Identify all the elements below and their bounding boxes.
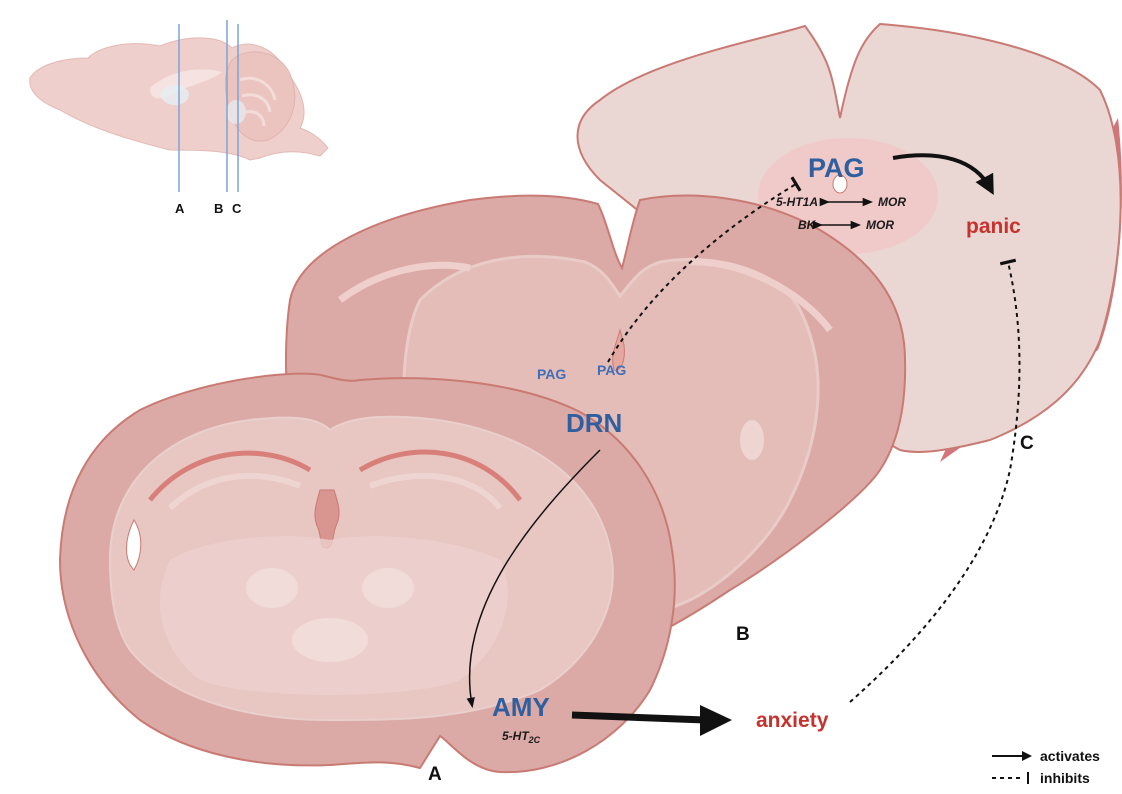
nucleus-shape [740, 420, 764, 460]
sagittal-brain-schematic: A B C [30, 20, 328, 216]
amy-to-anxiety-arrowhead [700, 705, 732, 736]
nucleus-shape [292, 618, 368, 662]
receptor-bk: BK [798, 218, 817, 232]
pag-right-label: PAG [597, 362, 626, 378]
receptor-5ht1a: 5-HT1A [776, 195, 818, 209]
nucleus-shape [362, 568, 414, 608]
section-label-c: C [232, 201, 242, 216]
slice-label-c: C [1020, 433, 1034, 454]
nucleus-shape [246, 568, 298, 608]
section-label-a: A [175, 201, 185, 216]
anxiety-label: anxiety [756, 709, 829, 732]
amy-label: AMY [492, 692, 550, 722]
amy-to-anxiety-arrow [572, 715, 705, 720]
highlight-blob [226, 100, 246, 124]
slice-label-a: A [428, 764, 442, 785]
pag-left-label: PAG [537, 366, 566, 382]
section-label-b: B [214, 201, 223, 216]
panic-label: panic [966, 215, 1021, 238]
highlight-blob [161, 85, 189, 105]
legend-inhibits-label: inhibits [1040, 770, 1090, 786]
legend-activates-label: activates [1040, 748, 1100, 764]
slice-label-b: B [736, 624, 750, 645]
pag-main-label: PAG [808, 153, 865, 183]
legend-activates-arrowhead [1022, 751, 1032, 761]
receptor-mor-2: MOR [866, 218, 894, 232]
drn-label: DRN [566, 408, 622, 438]
thalamus-region [160, 536, 508, 695]
legend: activates inhibits [992, 748, 1100, 786]
receptor-mor-1: MOR [878, 195, 906, 209]
